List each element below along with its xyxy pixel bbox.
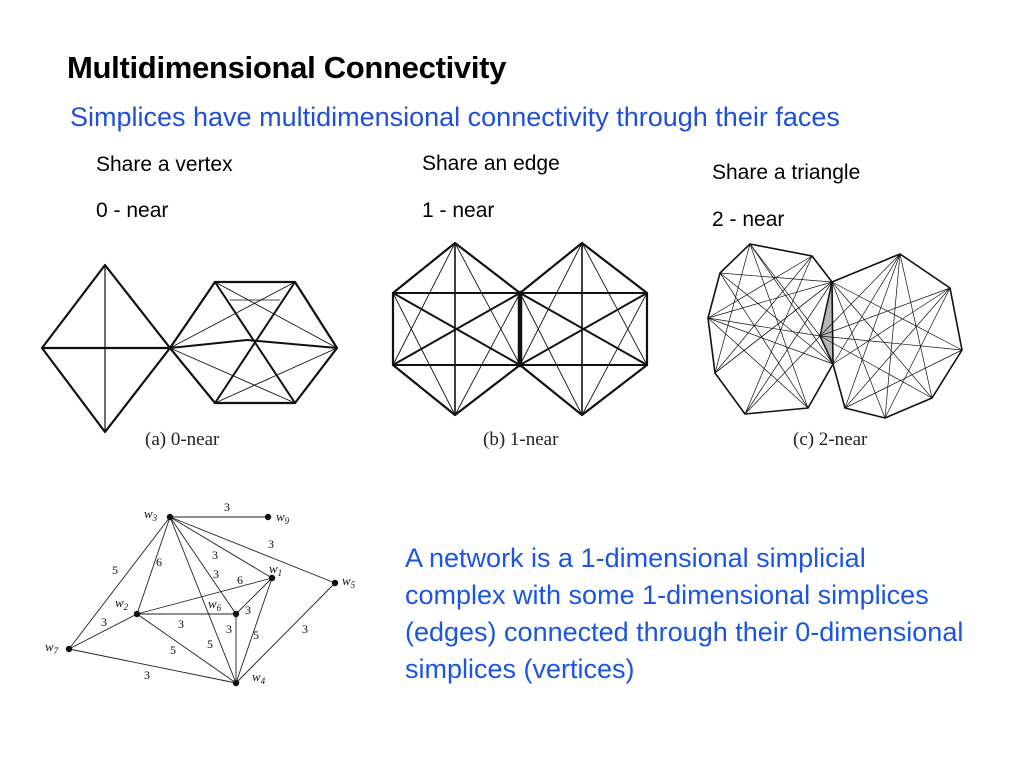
edge-weight: 3 xyxy=(212,548,218,562)
edge-weight: 5 xyxy=(112,563,118,577)
caption-1-near: (b) 1-near xyxy=(483,429,559,450)
node-label-w7: w7 xyxy=(45,639,59,656)
node-w9 xyxy=(264,513,272,521)
label-1-near: 1 - near xyxy=(422,199,495,222)
slide-subtitle: Simplices have multidimensional connecti… xyxy=(70,102,840,132)
network-graph: w3 w9 w1 w5 w2 w6 w7 w4 3 3 5 6 3 3 6 3 … xyxy=(45,500,356,687)
edge-weight: 3 xyxy=(144,668,150,682)
label-share-edge: Share an edge xyxy=(422,152,560,175)
caption-0-near: (a) 0-near xyxy=(145,429,220,450)
edge-weight: 3 xyxy=(226,622,232,636)
diagram-1-near: (b) 1-near xyxy=(391,241,649,450)
slide-title: Multidimensional Connectivity xyxy=(67,50,507,85)
network-description: A network is a 1-dimensional simplicial … xyxy=(405,543,964,684)
node-label-w5: w5 xyxy=(342,573,356,590)
caption-2-near: (c) 2-near xyxy=(793,429,868,450)
shared-triangle xyxy=(820,282,833,364)
edge-weight: 3 xyxy=(302,622,308,636)
node-label-w2: w2 xyxy=(115,595,129,612)
label-2-near: 2 - near xyxy=(712,208,785,231)
edge-weight: 6 xyxy=(156,555,162,569)
label-share-triangle: Share a triangle xyxy=(712,161,861,184)
node-w7 xyxy=(65,645,73,653)
edge-weight: 3 xyxy=(101,615,107,629)
edge-weight: 3 xyxy=(213,567,219,581)
diagram-2-near: (c) 2-near xyxy=(707,243,963,450)
label-0-near: 0 - near xyxy=(96,199,169,222)
node-w5 xyxy=(331,579,339,587)
node-w4 xyxy=(232,679,240,687)
node-w2 xyxy=(133,610,141,618)
node-label-w3: w3 xyxy=(144,506,158,523)
edge-weight: 5 xyxy=(170,643,176,657)
node-label-w1: w1 xyxy=(269,561,282,578)
edge-weight: 5 xyxy=(253,628,259,642)
edge-weight: 5 xyxy=(207,637,213,651)
diagram-0-near: (a) 0-near xyxy=(40,263,339,450)
node-w6 xyxy=(232,610,240,618)
node-w3 xyxy=(166,513,174,521)
edge-weight: 3 xyxy=(224,500,230,514)
node-w1 xyxy=(268,574,276,582)
node-label-w9: w9 xyxy=(276,509,290,526)
node-label-w6: w6 xyxy=(208,596,222,613)
label-share-vertex: Share a vertex xyxy=(96,153,233,176)
edge-weight: 3 xyxy=(178,617,184,631)
edge-weight: 3 xyxy=(268,537,274,551)
node-label-w4: w4 xyxy=(252,669,266,686)
edge-weight: 3 xyxy=(245,603,251,617)
edge-weight: 6 xyxy=(237,573,243,587)
